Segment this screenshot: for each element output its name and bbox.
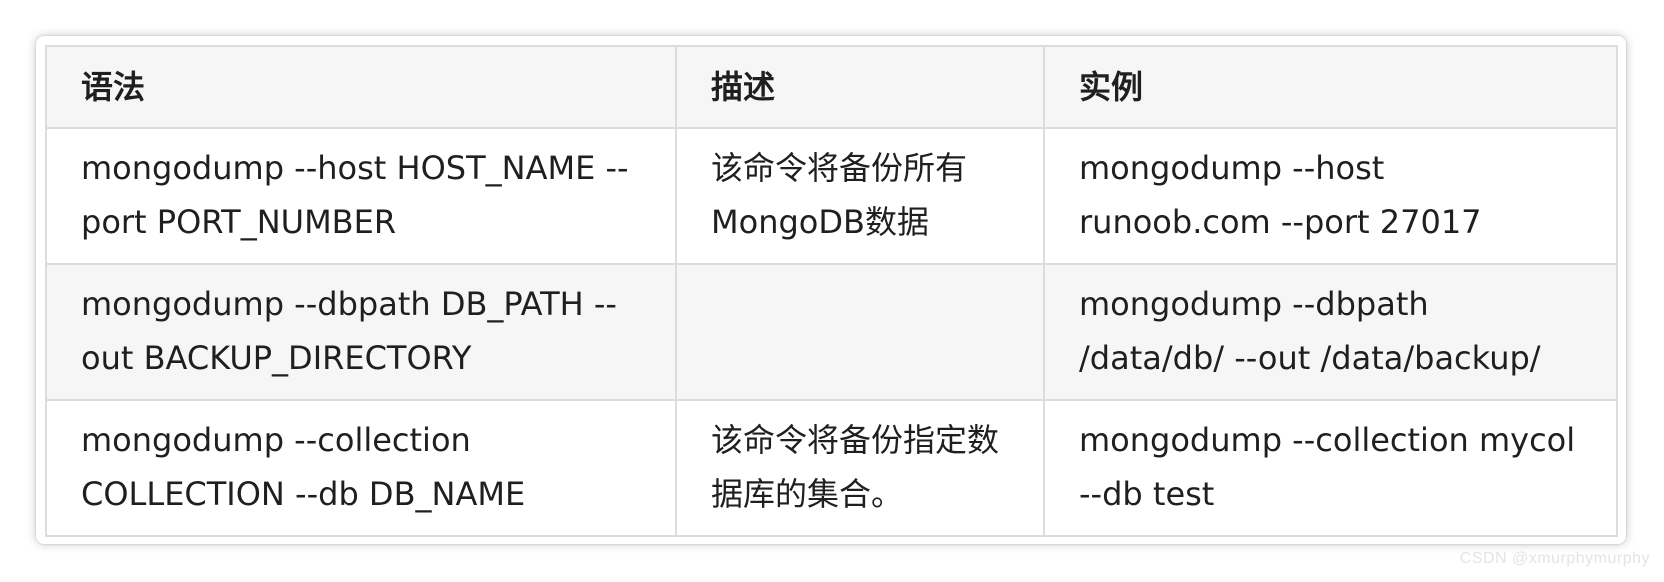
cell-example: mongodump --collection mycol --db test <box>1043 399 1618 537</box>
watermark-text: CSDN @xmurphymurphy <box>1459 550 1650 567</box>
cell-example: mongodump --dbpath /data/db/ --out /data… <box>1043 263 1618 401</box>
cell-description: 该命令将备份所有MongoDB数据 <box>675 127 1045 265</box>
table-header-row: 语法 描述 实例 <box>45 45 1618 129</box>
table-row: mongodump --collection COLLECTION --db D… <box>45 399 1618 537</box>
table-row: mongodump --dbpath DB_PATH --out BACKUP_… <box>45 263 1618 401</box>
cell-example: mongodump --host runoob.com --port 27017 <box>1043 127 1618 265</box>
table-card: 语法 描述 实例 mongodump --host HOST_NAME --po… <box>36 36 1626 544</box>
mongodump-syntax-table: 语法 描述 实例 mongodump --host HOST_NAME --po… <box>45 45 1618 537</box>
cell-syntax: mongodump --collection COLLECTION --db D… <box>45 399 677 537</box>
cell-syntax: mongodump --host HOST_NAME --port PORT_N… <box>45 127 677 265</box>
table-row: mongodump --host HOST_NAME --port PORT_N… <box>45 127 1618 265</box>
header-description: 描述 <box>675 45 1045 129</box>
cell-description: 该命令将备份指定数据库的集合。 <box>675 399 1045 537</box>
header-syntax: 语法 <box>45 45 677 129</box>
cell-description <box>675 263 1045 401</box>
cell-syntax: mongodump --dbpath DB_PATH --out BACKUP_… <box>45 263 677 401</box>
header-example: 实例 <box>1043 45 1618 129</box>
